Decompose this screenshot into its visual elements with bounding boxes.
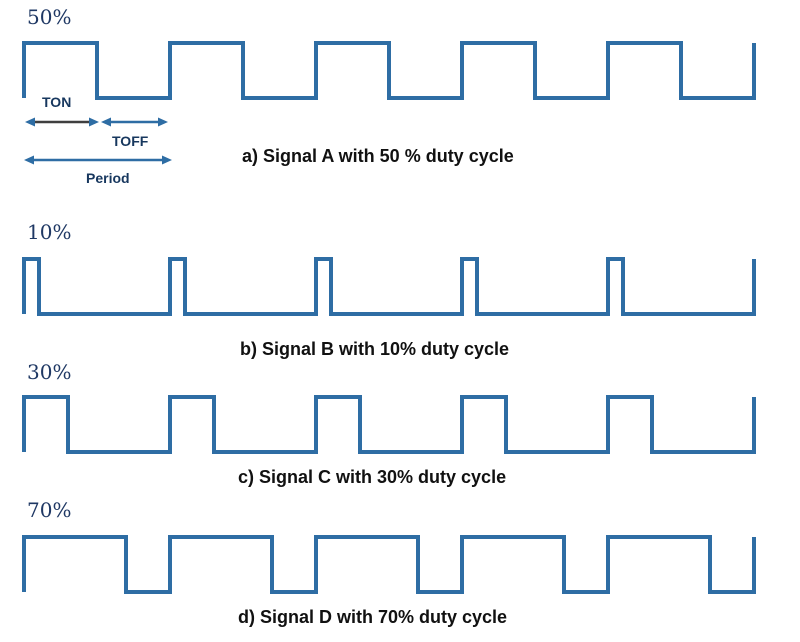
duty-label-signal-d: 70% <box>27 498 72 522</box>
toff-label: TOFF <box>112 133 149 149</box>
ton-arrow-head-right <box>89 117 99 127</box>
waveform-signal-c <box>22 395 756 454</box>
caption-signal-d: d) Signal D with 70% duty cycle <box>238 607 508 627</box>
period-arrow <box>24 155 172 165</box>
period-arrow-head-right <box>162 155 172 165</box>
ton-arrow <box>25 117 99 127</box>
caption-signal-b: b) Signal B with 10% duty cycle <box>240 339 510 359</box>
duty-label-signal-b: 10% <box>27 220 72 244</box>
toff-arrow <box>101 117 168 127</box>
waveform-signal-d <box>22 535 756 594</box>
ton-label: TON <box>42 94 72 110</box>
waveform-signal-a <box>22 41 756 100</box>
waveform-path-signal-b <box>22 257 756 316</box>
duty-label-signal-a: 50% <box>27 5 72 29</box>
waveform-path-signal-d <box>22 535 756 594</box>
period-arrow-head-left <box>24 155 34 165</box>
toff-arrow-head-right <box>158 117 168 127</box>
caption-signal-c: c) Signal C with 30% duty cycle <box>238 467 507 487</box>
waveform-signal-b <box>22 257 756 316</box>
ton-arrow-head-left <box>25 117 35 127</box>
caption-signal-a: a) Signal A with 50 % duty cycle <box>242 146 514 166</box>
period-label: Period <box>86 170 130 186</box>
waveform-path-signal-a <box>22 41 756 100</box>
waveform-path-signal-c <box>22 395 756 454</box>
duty-label-signal-c: 30% <box>27 360 72 384</box>
toff-arrow-head-left <box>101 117 111 127</box>
timing-annotation-arrows <box>24 117 172 165</box>
